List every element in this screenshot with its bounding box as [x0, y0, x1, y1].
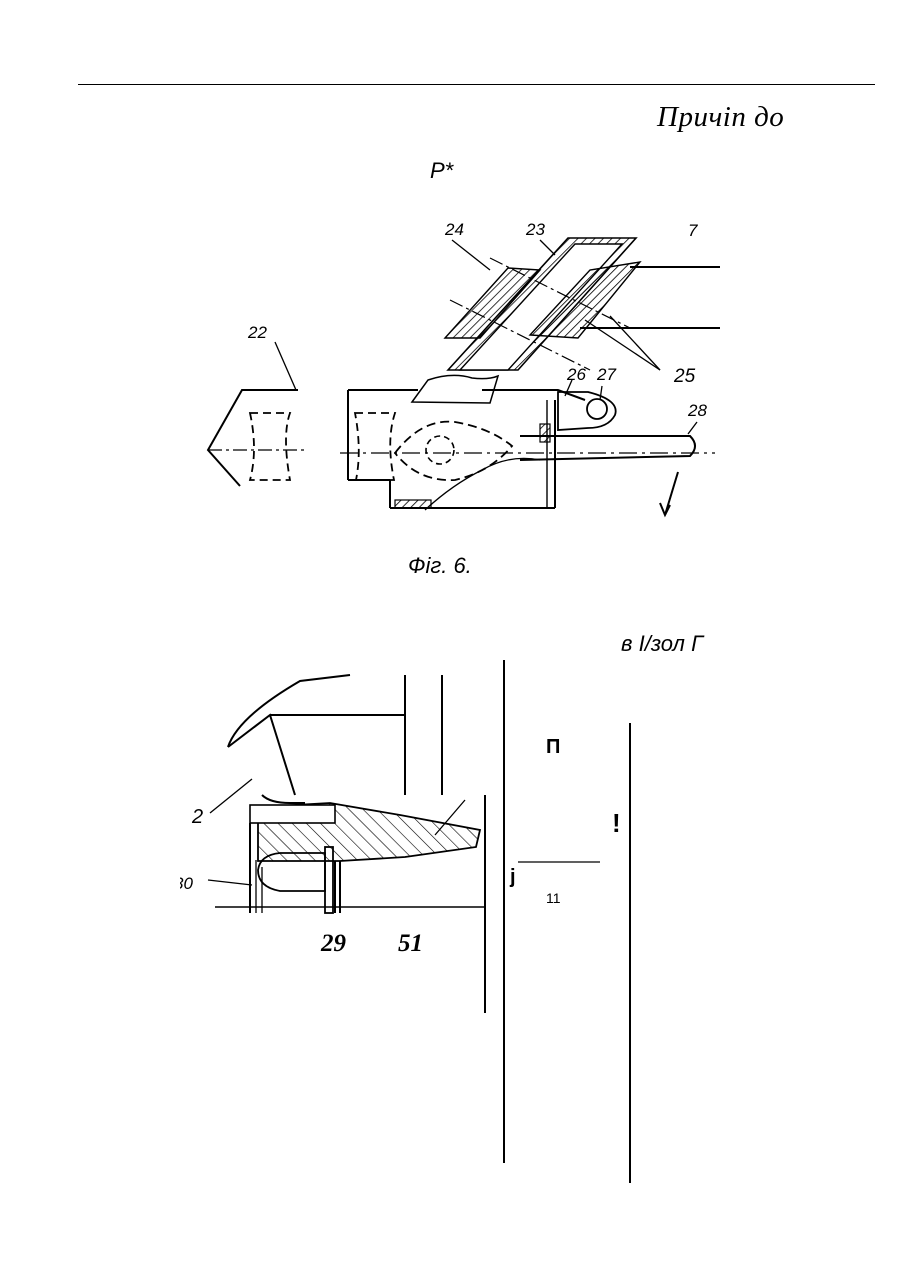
figure-7-title: в І/зол Г [621, 631, 703, 657]
label-7: 7 [688, 221, 698, 240]
label-24: 24 [444, 220, 464, 239]
label-27: 27 [596, 365, 616, 384]
header-mark: Р* [430, 158, 453, 184]
label-28: 28 [687, 401, 707, 420]
page-title: Причіп до [657, 101, 784, 134]
figure-6-drawing: 22 24 23 7 25 26 27 28 [190, 210, 730, 530]
mark-pi: П [546, 736, 560, 759]
left-hook-outline [208, 390, 298, 486]
label-23: 23 [525, 220, 545, 239]
label-2: 2 [191, 806, 203, 828]
mark-11: 11 [546, 890, 561, 906]
label-29: 29 [321, 930, 346, 958]
label-51: 51 [398, 930, 423, 958]
label-30: 30 [180, 874, 193, 893]
mark-j: j [510, 866, 516, 889]
label-22: 22 [247, 323, 267, 342]
mark-exclamation: ! [612, 808, 621, 839]
figure-6-caption: Фіг. 6. [408, 553, 472, 579]
top-rule [78, 84, 875, 85]
figure-7-drawing: 2 30 [180, 655, 650, 1195]
label-25: 25 [673, 366, 696, 387]
label-26: 26 [566, 365, 586, 384]
